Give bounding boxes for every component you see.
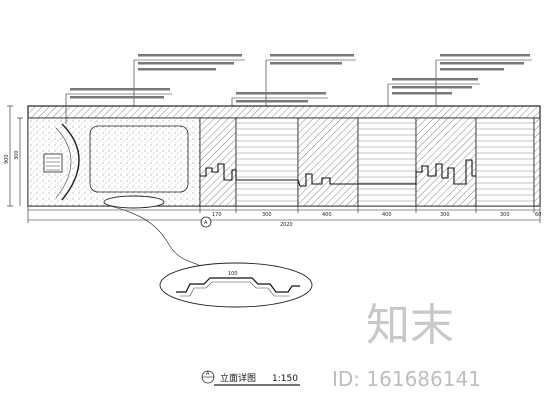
desk-base: [103, 195, 165, 209]
vertical-dimension: 900 300: [4, 105, 23, 207]
note-line: [270, 62, 342, 65]
watermark-brand: 知末: [366, 300, 454, 351]
skyline-silhouette: [200, 159, 476, 187]
note-line: [236, 100, 308, 103]
arc-feature-inner: [55, 127, 72, 199]
dim-segment: 400: [322, 212, 332, 218]
note-line: [138, 62, 234, 65]
note-line: [138, 54, 242, 57]
dim-segment: 300: [500, 212, 510, 218]
detail-profile: [176, 277, 300, 293]
note-line: [270, 54, 354, 57]
glass-panel-1: [297, 117, 359, 207]
note-line: [440, 54, 530, 57]
glass-panel-2: [415, 117, 477, 207]
enlarged-detail-ellipse: [159, 262, 313, 308]
ceiling-band: [27, 105, 541, 119]
note-line: [70, 96, 164, 99]
wood-panel-3: [475, 117, 535, 207]
drawing-scale: 1:150: [272, 374, 298, 384]
dim-total: 2020: [280, 222, 293, 228]
feature-panel: [89, 125, 189, 193]
watermark-id: ID: 161686141: [332, 367, 481, 391]
note-line: [440, 62, 524, 65]
dim-segment: 400: [382, 212, 392, 218]
callout-circle: [200, 216, 212, 228]
end-strip: [533, 117, 541, 207]
detail-dimension: 100: [228, 271, 238, 277]
divider-strip: [199, 117, 237, 207]
drawing-title: 立面详图: [220, 372, 256, 384]
detail-callout: A 100: [109, 205, 313, 308]
note-line: [440, 68, 504, 71]
watermark: 知末 ID: 161686141: [332, 300, 481, 391]
note-line: [392, 92, 452, 95]
title-block: A 立面详图 1:150: [201, 370, 300, 386]
material-notes: [70, 54, 530, 103]
dim-segment: 300: [440, 212, 450, 218]
dim-segment: 60: [535, 212, 541, 218]
callout-mark: A: [204, 220, 208, 226]
dim-vertical-total: 900: [4, 154, 10, 164]
bottom-dimension-chain: 170 300 400 400 300 300 60 2020: [27, 206, 541, 228]
callout-leader: [109, 205, 201, 267]
note-line: [70, 88, 170, 91]
title-mark: A: [206, 371, 210, 377]
detail-profile-inner: [180, 281, 290, 297]
wall-lamp-ornament: [43, 153, 63, 173]
wall-elevation: [27, 105, 541, 209]
dim-vertical-part: 300: [14, 150, 20, 160]
wood-panel-1: [235, 117, 299, 207]
annotation-leaders: [65, 59, 532, 124]
dim-segment: 300: [262, 212, 272, 218]
arc-feature: [61, 123, 80, 201]
note-line: [392, 78, 478, 81]
note-line: [392, 86, 472, 89]
note-line: [138, 68, 216, 71]
note-line: [236, 92, 326, 95]
wood-panel-2: [357, 117, 417, 207]
dim-segment: 170: [212, 212, 222, 218]
